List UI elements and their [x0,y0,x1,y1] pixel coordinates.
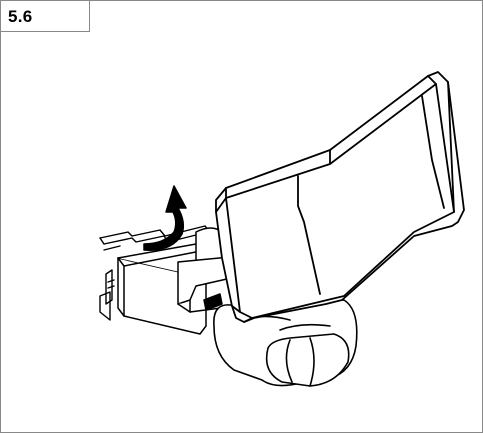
step-number-label: 5.6 [8,7,33,26]
motion-sensor [214,300,357,386]
wall-bracket [100,226,210,320]
step-number-tab: 5.6 [1,1,90,32]
curved-arrow-up-icon [144,186,186,250]
floodlight-head [216,72,464,322]
